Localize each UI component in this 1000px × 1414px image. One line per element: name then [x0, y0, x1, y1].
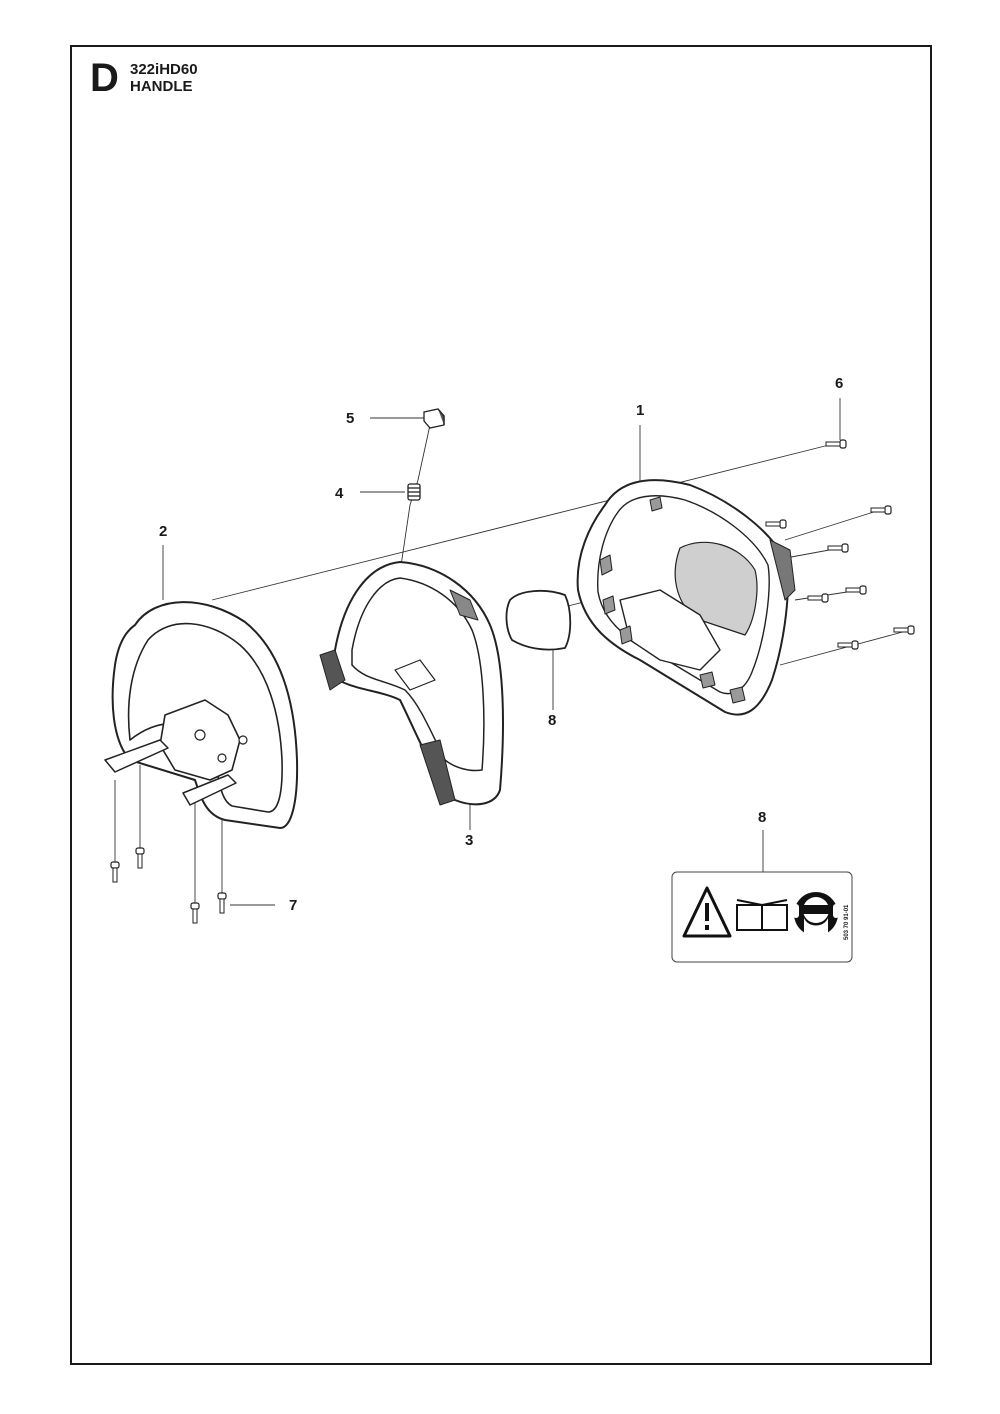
eye-ear-protection-icon: [793, 892, 839, 936]
callout-2: 2: [159, 523, 167, 540]
callout-1: 1: [636, 402, 644, 419]
section-letter: D: [90, 56, 119, 100]
callout-8-placed: 8: [548, 712, 556, 729]
part-handle-insert: [319, 561, 504, 806]
part-front-handle: [104, 601, 299, 829]
callout-7: 7: [289, 897, 297, 914]
part-decal-placed: [505, 589, 572, 651]
callout-5: 5: [346, 410, 354, 427]
read-manual-icon: [736, 899, 788, 931]
page-title: HANDLE: [130, 78, 193, 95]
model-number: 322iHD60: [130, 61, 198, 78]
screws-part-7: [110, 847, 227, 924]
callout-3: 3: [465, 832, 473, 849]
safety-decal-detail: 503 70 91-01: [671, 871, 853, 963]
drawing-frame: [70, 45, 932, 1365]
callout-4: 4: [335, 485, 344, 502]
part-button: [423, 408, 445, 429]
part-spring: [407, 483, 421, 501]
callout-6: 6: [835, 375, 843, 392]
part-handle-housing: [576, 479, 796, 716]
decal-part-code: 503 70 91-01: [844, 904, 850, 940]
screws-part-6: [765, 439, 915, 650]
warning-triangle-icon: [682, 886, 732, 938]
callout-8-detail: 8: [758, 809, 766, 826]
callout-numbers: 1 2 3 4 5 6 7 8 8: [159, 375, 843, 914]
